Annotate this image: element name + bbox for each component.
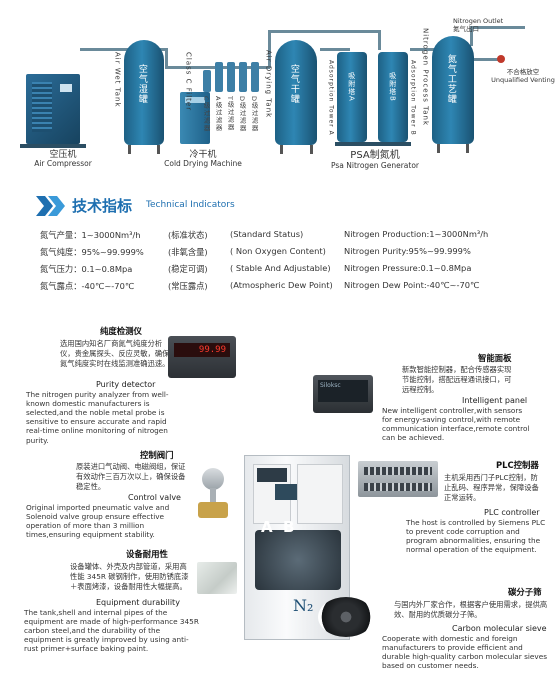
air-wet-tank: 空气湿罐 [124,40,164,145]
tower-a-marker: A [261,518,273,536]
spec-cn-note: (非氧含量) [168,247,208,257]
filter-d2-label: D级过滤器 [250,96,259,133]
psa-en: Psa Nitrogen Generator [330,160,420,170]
adsorption-tower-a: 吸附塔A [337,52,367,142]
adsorption-tower-b-label: Adsorption Tower B [409,60,417,136]
panel-brand: Siloksc [318,380,368,402]
air-wet-tank-cn-label: 空气湿罐 [136,64,147,104]
double-chevron-icon [36,196,65,216]
spec-en: Nitrogen Production:1~3000Nm³/h [344,229,489,239]
spec-cn: 氮气产量：1~3000Nm³/h [40,230,141,240]
plc-title-en: PLC controller [484,508,540,517]
spec-en-note: (Standard Status) [230,229,304,239]
durability-title-cn: 设备耐用性 [126,549,168,559]
sieve-desc-cn: 与国内外厂家合作，根据客户使用需求，提供高效、耐用的优质碳分子筛。 [394,600,548,619]
durability-desc-cn: 设备罐体、外壳及内部管道，采用高性能 345R 碳钢制作，使用防锈底漆＋表面烤漆… [70,562,189,591]
tower-b-marker: B [283,518,295,536]
durability-desc-en: The tank,shell and internal pipes of the… [24,608,199,654]
spec-en: Nitrogen Dew Point:-40℃~-70℃ [344,280,480,290]
plc-title-cn: PLC控制器 [496,460,539,470]
purity-desc-en: The nitrogen purity analyzer from well-k… [26,390,169,445]
durability-title-en: Equipment durability [96,598,180,607]
nitrogen-process-tank: 氮气工艺罐 [432,36,474,144]
process-diagram: 空气湿罐 Air Wet Tank Class C Filter C级过滤器 A… [0,0,559,180]
panel-image: Siloksc [313,375,373,413]
spec-cn: 氮气压力：0.1~0.8Mpa [40,264,133,274]
venting-icon [497,55,505,63]
steel-sample-image [197,562,237,594]
spec-cn-note: (稳定可调) [168,264,208,274]
valve-title-en: Control valve [128,493,181,502]
purity-display: 99.99 [174,343,230,357]
panel-title-en: Intelligent panel [462,396,528,405]
adsorption-tower-b: 吸附塔B [378,52,408,142]
spec-cn-note: (常压露点) [168,281,208,291]
nitrogen-tank-cn-label: 氮气工艺罐 [445,54,456,104]
cold-dryer [180,92,210,144]
spec-en: Nitrogen Purity:95%~99.999% [344,246,471,256]
purity-title-cn: 纯度检测仪 [100,326,142,336]
spec-en-note: ( Stable And Adjustable) [230,263,331,273]
filter-a-label: A级过滤器 [214,96,223,132]
filter-c-label: C级过滤器 [202,96,211,132]
panel-title-cn: 智能面板 [478,353,512,363]
adsorption-tower-a-label: Adsorption Tower A [327,60,335,136]
panel-desc-en: New intelligent controller,with sensors … [382,406,530,443]
plc-desc-cn: 主机采用西门子PLC控制，防止乱码、程序异常，保障设备正常运转。 [444,473,539,502]
spec-en: Nitrogen Pressure:0.1~0.8Mpa [344,263,472,273]
air-compressor-en: Air Compressor [34,159,92,169]
plc-desc-en: The host is controlled by Siemens PLC to… [406,518,546,555]
air-compressor [26,74,80,144]
n2-label: N₂ [293,596,314,615]
spec-cn-note: (标准状态) [168,230,208,240]
nitrogen-outlet-label: Nitrogen Outlet 氮气出口 [453,17,504,33]
purity-title-en: Purity detector [96,380,156,389]
air-drying-tank-label: Air Drying Tank [264,50,273,119]
tower-b-cn-label: 吸附塔B [388,72,397,102]
control-valve-image [196,468,232,524]
air-compressor-cn: 空压机 [49,150,77,160]
nitrogen-generator-machine: A B N₂ [244,455,350,640]
valve-desc-cn: 原装进口气动阀、电磁阀组，保证有效动作三百万次以上，确保设备稳定性。 [76,462,186,491]
air-drying-tank: 空气干罐 [275,40,317,145]
cold-drying-cn: 冷干机 [189,150,217,160]
spec-en-note: (Atmospheric Dew Point) [230,280,333,290]
class-c-filter-label: Class C Filter [184,52,193,112]
valve-title-cn: 控制阀门 [140,450,174,460]
cold-drying-en: Cold Drying Machine [164,159,242,169]
section-title-en: Technical Indicators [146,200,235,210]
psa-cn: PSA制氮机 [350,150,400,161]
unqualified-venting-label: 不合格放空 Unqualified Venting [491,68,555,84]
nitrogen-process-tank-label: Nitrogen Process Tank [421,28,430,127]
filter-t-label: T级过滤器 [226,96,235,131]
spec-cn: 氮气纯度：95%~99.999% [40,247,144,257]
spec-en-note: ( Non Oxygen Content) [230,246,326,256]
sieve-title-cn: 碳分子筛 [508,587,542,597]
purity-desc-cn: 选用国内知名厂商氮气纯度分析仪，贵金属探头、反应灵敏，确保氮气纯度实时在线监测准… [60,339,170,368]
purity-analyzer-image: 99.99 [168,336,236,378]
valve-desc-en: Original imported pneumatic valve and So… [26,503,170,540]
spec-cn: 氮气露点：-40℃~-70℃ [40,281,135,291]
panel-desc-cn: 新款智能控制器，配合传感器实现节能控制，搭配远程通讯接口，可远程控制。 [402,365,512,394]
air-wet-tank-label: Air Wet Tank [113,52,122,108]
filter-d1-label: D级过滤器 [238,96,247,133]
section-header: 技术指标 Technical Indicators [36,194,296,218]
sieve-title-en: Carbon molecular sieve [452,624,547,633]
carbon-sieve-image [318,597,374,637]
plc-image [358,461,438,497]
section-title-cn: 技术指标 [72,197,133,215]
sieve-desc-en: Cooperate with domestic and foreign manu… [382,634,548,671]
air-drying-tank-cn-label: 空气干罐 [288,64,299,104]
tower-a-cn-label: 吸附塔A [347,72,356,102]
